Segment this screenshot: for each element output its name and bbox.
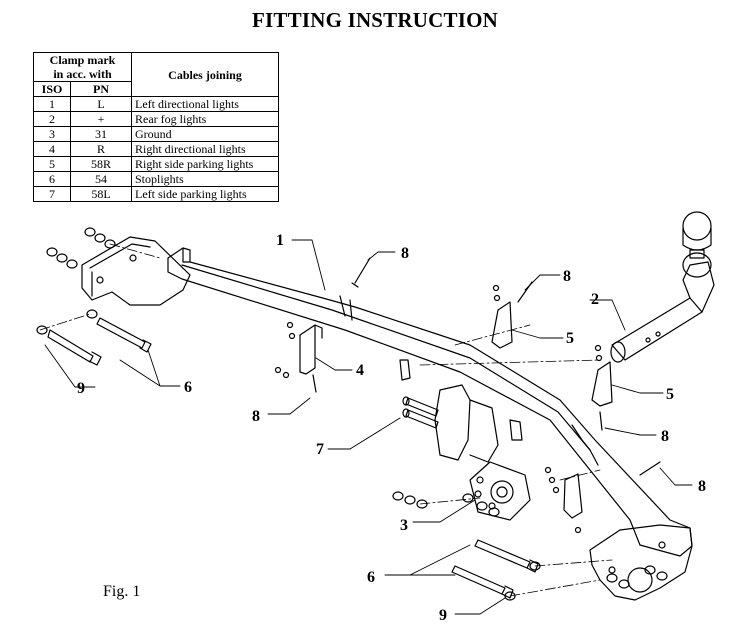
cables-joining-table: Clamp mark in acc. with Cables joining I… xyxy=(33,52,279,202)
table-row: 3 31 Ground xyxy=(33,126,279,142)
callout-5-lower: 5 xyxy=(666,386,674,403)
callout-8-upper-right: 8 xyxy=(563,268,571,285)
callout-8-left: 8 xyxy=(252,408,260,425)
callout-8-top: 8 xyxy=(401,245,409,262)
description-cell: Right side parking lights xyxy=(131,156,279,172)
center-brackets xyxy=(399,359,523,463)
callout-7: 7 xyxy=(316,441,324,458)
description-cell: Left side parking lights xyxy=(131,186,279,202)
clamp-mark-header: Clamp mark in acc. with xyxy=(33,52,132,82)
description-cell: Stoplights xyxy=(131,171,279,187)
table-row: 4 R Right directional lights xyxy=(33,141,279,157)
page-title: FITTING INSTRUCTION xyxy=(252,8,498,32)
left-mounting-bracket xyxy=(81,236,191,306)
crossbar xyxy=(167,247,693,557)
bracket-socket-side xyxy=(563,473,583,519)
right-mounting-bracket xyxy=(589,524,693,601)
washer-part-9-left xyxy=(36,309,98,335)
description-cell: Ground xyxy=(131,126,279,142)
table-row: 7 58L Left side parking lights xyxy=(33,186,279,202)
callout-1: 1 xyxy=(276,232,284,249)
bolt-part-7 xyxy=(402,396,439,429)
iso-cell: 7 xyxy=(33,186,71,202)
bolt-part-6-lower xyxy=(451,539,539,599)
ball-hook xyxy=(610,211,715,363)
callout-6-upper: 6 xyxy=(184,379,192,396)
bolt-part-6-upper xyxy=(47,317,152,366)
table-row: 6 54 Stoplights xyxy=(33,171,279,187)
callout-3: 3 xyxy=(400,517,408,534)
socket-plate xyxy=(469,461,531,521)
washer-part-9-right xyxy=(504,561,541,601)
bracket-part-4 xyxy=(299,324,323,375)
pn-cell: 54 xyxy=(70,171,132,187)
callout-2: 2 xyxy=(591,291,599,308)
pn-cell: 31 xyxy=(70,126,132,142)
clamp-mark-header-line-1: Clamp mark xyxy=(49,53,116,67)
callout-9-left: 9 xyxy=(77,380,85,397)
callout-5-upper: 5 xyxy=(566,330,574,347)
callout-4: 4 xyxy=(356,362,364,379)
callout-9-bottom: 9 xyxy=(439,607,447,624)
callout-8-right: 8 xyxy=(661,428,669,445)
table-header-row: Clamp mark in acc. with Cables joining xyxy=(33,52,279,97)
nut-stacks xyxy=(46,227,668,589)
leader-lines xyxy=(44,239,693,615)
bracket-part-5-lower xyxy=(591,361,613,407)
assembly-lines xyxy=(39,243,613,597)
callout-8-far-right: 8 xyxy=(698,478,706,495)
figure-label: Fig. 1 xyxy=(103,583,141,600)
clamp-mark-header-line-2: in acc. with xyxy=(53,67,112,81)
bracket-part-5-upper xyxy=(491,301,513,349)
pn-header: PN xyxy=(70,81,132,97)
cables-joining-header: Cables joining xyxy=(131,52,279,97)
callout-6-lower: 6 xyxy=(367,569,375,586)
description-cell: Right directional lights xyxy=(131,141,279,157)
pn-cell: 58L xyxy=(70,186,132,202)
bolt-part-8-set xyxy=(312,257,661,476)
